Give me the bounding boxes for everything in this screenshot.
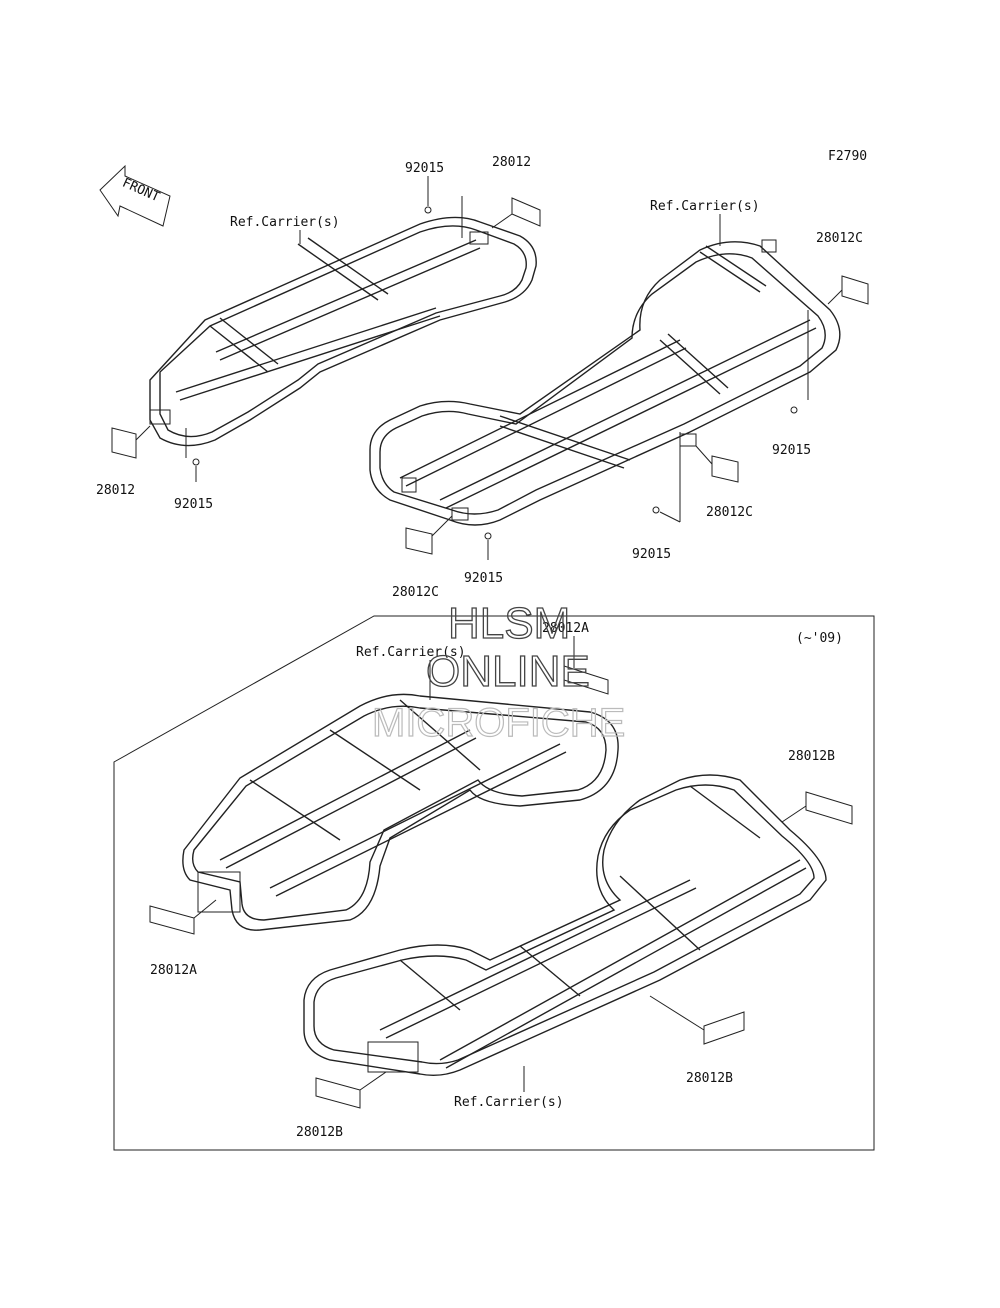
watermark-line-3: MICROFICHE (372, 701, 625, 745)
inset-rear-carrier (303, 774, 827, 1077)
inset-part-label-28012b-left: 28012B (296, 1125, 343, 1140)
part-label-92015-bottom: 92015 (464, 571, 503, 586)
part-label-92015-right: 92015 (772, 443, 811, 458)
inset-part-label-28012b-right: 28012B (788, 749, 835, 764)
front-arrow-icon: FRONT (99, 164, 171, 227)
inset-part-label-28012a-top: 28012A (542, 621, 589, 636)
watermark-line-1: HLSM (448, 599, 570, 648)
rear-carrier (369, 239, 841, 526)
part-label-92015-left: 92015 (174, 497, 213, 512)
reflector-28012c (841, 275, 869, 305)
nut-92015 (652, 506, 660, 514)
ref-carrier-label-2: Ref.Carrier(s) (650, 199, 760, 214)
reflector-28012 (511, 197, 541, 227)
reflector-28012c (711, 455, 739, 483)
part-label-28012c-right: 28012C (816, 231, 863, 246)
reflector-28012c (405, 527, 433, 555)
front-carrier (149, 216, 537, 447)
reflector-28012b (703, 1011, 745, 1045)
part-label-28012c-mid: 28012C (706, 505, 753, 520)
reflector-28012a (149, 905, 195, 935)
reflector-28012 (111, 427, 137, 459)
nut-92015 (484, 532, 492, 540)
inset-front-carrier (182, 693, 619, 931)
nut-92015 (790, 406, 798, 414)
reflector-28012b (805, 791, 853, 825)
part-label-28012-left: 28012 (96, 483, 135, 498)
inset-part-label-28012b-mid: 28012B (686, 1071, 733, 1086)
part-label-92015-mid: 92015 (632, 547, 671, 562)
inset-ref-carrier-label-2: Ref.Carrier(s) (454, 1095, 564, 1110)
inset-year-label: (~'09) (796, 631, 843, 646)
part-label-28012c-bottom: 28012C (392, 585, 439, 600)
inset-frame (113, 615, 875, 1151)
inset-ref-carrier-label-1: Ref.Carrier(s) (356, 645, 466, 660)
reflector-28012a (563, 665, 609, 695)
front-label: FRONT (120, 176, 162, 206)
nut-92015 (424, 206, 432, 214)
part-label-92015-top: 92015 (405, 161, 444, 176)
watermark-line-2: ONLINE (426, 647, 590, 696)
nut-92015 (192, 458, 200, 466)
ref-carrier-label-1: Ref.Carrier(s) (230, 215, 340, 230)
figure-code: F2790 (828, 149, 867, 164)
watermark: HLSM ONLINE MICROFICHE (371, 598, 626, 745)
reflector-28012b (315, 1077, 361, 1109)
part-label-28012-top: 28012 (492, 155, 531, 170)
inset-part-label-28012a-left: 28012A (150, 963, 197, 978)
